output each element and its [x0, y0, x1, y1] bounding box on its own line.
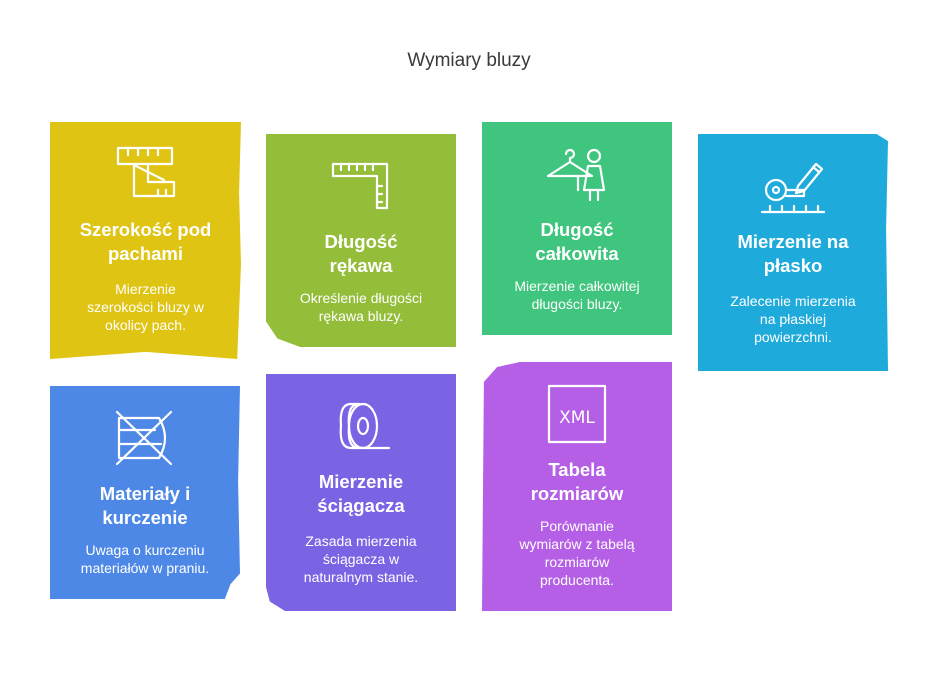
card-sleeve-length: Długość rękawa Określenie długości rękaw…	[266, 134, 456, 347]
card-total-length: Długość całkowita Mierzenie całkowitej d…	[482, 122, 672, 335]
card-heading-line: Szerokość pod	[79, 219, 212, 240]
card-description-line: materiałów w praniu.	[80, 560, 210, 576]
card-chest-width: Szerokość pod pachami Mierzenie szerokoś…	[50, 122, 241, 359]
card-description-line: Uwaga o kurczeniu	[85, 542, 205, 558]
card-description-line: ściągacza w	[322, 551, 400, 567]
card-size-chart: XML Tabela rozmiarów Porównanie wymiarów…	[482, 362, 672, 611]
card-heading-line: rozmiarów	[530, 483, 624, 504]
ruler-square-icon	[329, 158, 393, 212]
tape-roll-icon	[329, 400, 393, 454]
card-heading-line: Mierzenie na	[737, 231, 849, 252]
card-description-line: okolicy pach.	[105, 317, 186, 333]
card-heading-line: Długość	[324, 231, 398, 252]
xml-file-icon-label: XML	[559, 408, 595, 428]
no-tumble-dry-icon	[115, 410, 175, 466]
card-heading-line: Materiały i	[99, 483, 191, 504]
card-description-line: Zalecenie mierzenia	[730, 293, 856, 309]
card-heading-line: kurczenie	[102, 507, 188, 528]
card-heading-line: Mierzenie	[318, 471, 404, 492]
card-heading-line: Długość	[540, 219, 614, 240]
card-description-line: rękawa bluzy.	[318, 308, 404, 324]
card-description-line: Porównanie	[540, 518, 614, 534]
card-description-line: szerokości bluzy w	[87, 299, 204, 315]
card-flat-measurement: Mierzenie na płasko Zalecenie mierzenia …	[698, 134, 888, 371]
card-description-line: Mierzenie	[115, 281, 176, 297]
card-description-line: długości bluzy.	[531, 296, 623, 312]
card-cuff-measurement: Mierzenie ściągacza Zasada mierzenia ści…	[266, 374, 456, 611]
card-description-line: powierzchni.	[754, 329, 832, 345]
card-heading-line: pachami	[107, 243, 184, 264]
measuring-tape-icon	[114, 144, 178, 202]
card-description-line: producenta.	[540, 572, 614, 588]
card-description-line: rozmiarów	[544, 554, 610, 570]
card-materials-shrinkage: Materiały i kurczenie Uwaga o kurczeniu …	[50, 386, 240, 599]
card-description-line: Mierzenie całkowitej	[514, 278, 640, 294]
card-description-line: Zasada mierzenia	[305, 533, 417, 549]
hanger-person-icon	[544, 146, 610, 204]
card-heading-line: ściągacza	[317, 495, 405, 516]
page-title: Wymiary bluzy	[407, 50, 531, 71]
card-description-line: wymiarów z tabelą	[519, 536, 635, 552]
tape-pencil-icon	[760, 156, 826, 218]
card-description-line: na płaskiej	[759, 311, 827, 327]
card-heading-line: płasko	[763, 255, 823, 276]
xml-file-icon: XML	[547, 384, 607, 444]
card-heading-line: całkowita	[535, 243, 619, 264]
card-heading-line: Tabela	[548, 459, 606, 480]
card-heading-line: rękawa	[329, 255, 393, 276]
card-description-line: naturalnym stanie.	[303, 569, 419, 585]
card-description-line: Określenie długości	[299, 290, 423, 306]
